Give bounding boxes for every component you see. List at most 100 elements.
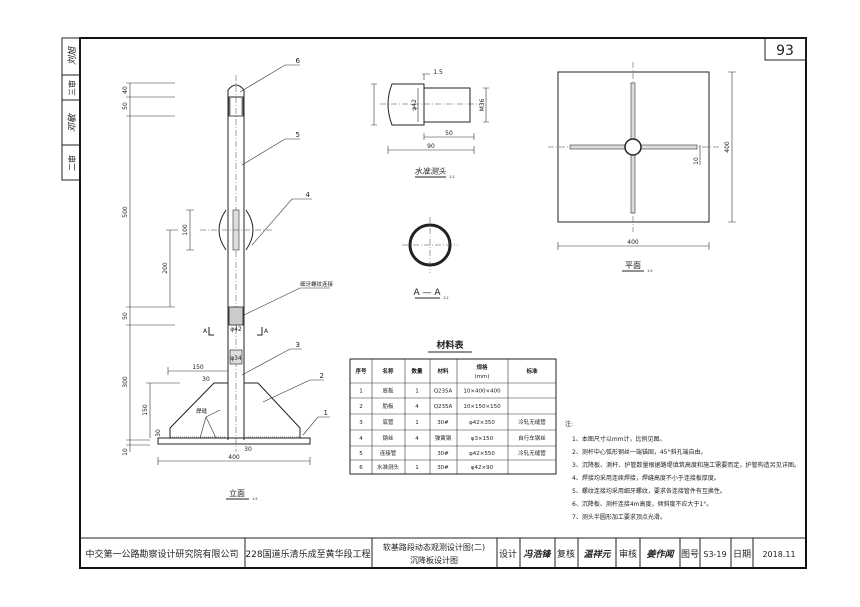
header-spec: 规格 [476, 363, 488, 371]
table-cell: 5 [359, 451, 363, 457]
header-standard: 标准 [525, 367, 538, 375]
note-item: 1、本图尺寸以mm计，比例见图。 [572, 435, 666, 443]
design-label: 设计 [499, 548, 517, 560]
table-cell: φ42×350 [469, 420, 495, 426]
table-cell: 4 [359, 436, 363, 442]
table-cell: 30# [437, 420, 449, 426]
drawing-no-label: 图号 [681, 549, 699, 560]
inner-diameter-label: φ34 [230, 355, 242, 362]
section-aa-view: A — A 1:2 [402, 217, 458, 300]
materials-title: 材料表 [435, 339, 464, 351]
tube-diameter-label: φ42 [230, 326, 242, 333]
dim-rib-width: 150 [192, 364, 204, 371]
table-cell: 肋板 [382, 402, 394, 410]
level-head-scale: 1:2 [449, 175, 455, 179]
date-label: 日期 [733, 549, 751, 560]
table-cell: 4 [415, 436, 419, 442]
review3-signature: 刘旭 [67, 46, 78, 65]
table-cell: φ42×550 [469, 451, 495, 457]
header-spec-unit: (mm) [474, 374, 489, 380]
callout-5: 5 [296, 131, 300, 139]
table-cell: φ3×150 [471, 436, 494, 442]
table-cell: 4 [415, 404, 419, 410]
dim-plate-width: 400 [228, 454, 240, 461]
dim-thread: 50 [122, 102, 129, 110]
dim-head-gap: 1.5 [433, 69, 443, 76]
table-cell: Q235A [434, 389, 453, 395]
review-signature: 姜作闻 [646, 549, 675, 560]
elevation-title: 立面 [229, 488, 245, 498]
plan-title: 平面 [625, 261, 641, 270]
plan-view: 400 400 10 平面 1:5 [548, 62, 736, 273]
note-item: 7、测头半圆形加工要求顶点光滑。 [572, 513, 666, 521]
elevation-scale: 1:5 [252, 497, 258, 501]
dim-head-thread: M36 [479, 98, 486, 111]
table-cell: 10×150×150 [463, 404, 501, 410]
table-cell: 冷轧无缝管 [518, 449, 546, 457]
note-item: 5、螺纹连接均采用细牙螺纹，要求各连接管件有互换性。 [572, 487, 726, 495]
table-cell: 1 [359, 389, 363, 395]
dim-plate: 10 [122, 448, 129, 456]
review2-signature: 邓敏 [67, 112, 78, 132]
dim-head-dia: φ42 [411, 99, 418, 111]
dim-wire-pos: 200 [162, 262, 169, 274]
table-cell: 2 [359, 404, 363, 410]
section-aa-title: A — A [413, 288, 441, 298]
table-cell: 1 [415, 420, 419, 426]
note-item: 2、测杆中心弧形钢丝一端锚固，45°斜孔端自由。 [572, 448, 706, 456]
dim-gap: 30 [244, 446, 252, 453]
drawing-number: S3-19 [703, 550, 726, 559]
thread-connection-label: 细牙螺纹连接 [300, 280, 334, 288]
note-item: 3、沉降板、测杆、护管数量根据路堤填筑高度和施工需要而定，护管构造另见详图。 [572, 461, 800, 469]
level-head-view: 1.5 φ42 M36 50 90 水准测头 1:2 [371, 69, 489, 179]
page-number: 93 [776, 43, 794, 59]
table-cell: 冷轧无缝管 [518, 418, 546, 426]
dim-base-tube: 300 [122, 376, 129, 388]
check-label: 复核 [557, 548, 575, 560]
side-review-strip: 刘旭 三审 邓敏 二审 [61, 37, 81, 181]
dim-plan-rib: 10 [693, 157, 700, 165]
table-cell: 30# [437, 465, 449, 471]
weld-label: 焊缝 [196, 407, 208, 415]
table-cell: 30# [437, 451, 449, 457]
table-cell: 自行车钢丝 [518, 434, 546, 442]
table-cell: 1 [415, 465, 419, 471]
dim-wire-len: 100 [182, 224, 189, 236]
table-cell: 1 [415, 389, 419, 395]
header-name: 名称 [382, 367, 394, 375]
note-item: 6、沉降板、测杆连接4m高度，倾斜度不应大于1°。 [572, 500, 712, 508]
table-cell: φ42×90 [471, 465, 494, 471]
review-label: 审核 [619, 548, 637, 560]
table-cell: Q235A [434, 404, 453, 410]
note-item: 4、焊接均采用连续焊接，焊缝高度不小于连接板厚度。 [572, 474, 720, 482]
table-cell: 3 [359, 420, 363, 426]
callout-1: 1 [324, 409, 328, 417]
callout-6: 6 [296, 57, 301, 65]
check-signature: 温祥元 [583, 549, 611, 560]
dim-plan-height: 400 [724, 141, 731, 153]
level-head-title: 水准测头 [414, 167, 447, 176]
dim-head-len2: 90 [427, 143, 435, 150]
callout-4: 4 [306, 191, 311, 199]
table-cell: 10×400×400 [463, 389, 501, 395]
header-qty: 数量 [411, 367, 423, 375]
dim-rib-top: 30 [202, 376, 210, 383]
table-cell: 钢丝 [382, 434, 394, 442]
page-number-box [764, 37, 807, 61]
dim-cap: 40 [122, 86, 129, 94]
project-name: 228国道乐清乐成至黄华段工程 [245, 548, 370, 560]
section-mark-right: A [264, 328, 269, 335]
table-cell: 底管 [382, 418, 394, 426]
dim-connector: 50 [122, 312, 129, 320]
drawing-title-1: 软基路段动态观测设计图(二) [383, 542, 485, 552]
table-cell: 弹簧钢 [435, 434, 452, 442]
title-block: 中交第一公路勘察设计研究院有限公司 228国道乐清乐成至黄华段工程 软基路段动态… [80, 537, 806, 568]
header-no: 序号 [354, 367, 367, 375]
notes: 注: 1、本图尺寸以mm计，比例见图。 2、测杆中心弧形钢丝一端锚固，45°斜孔… [565, 420, 800, 521]
review2-label: 二审 [67, 155, 77, 171]
design-signature: 冯浩锋 [523, 549, 552, 560]
table-cell: 水准测头 [377, 463, 400, 471]
date-value: 2018.11 [762, 550, 795, 559]
